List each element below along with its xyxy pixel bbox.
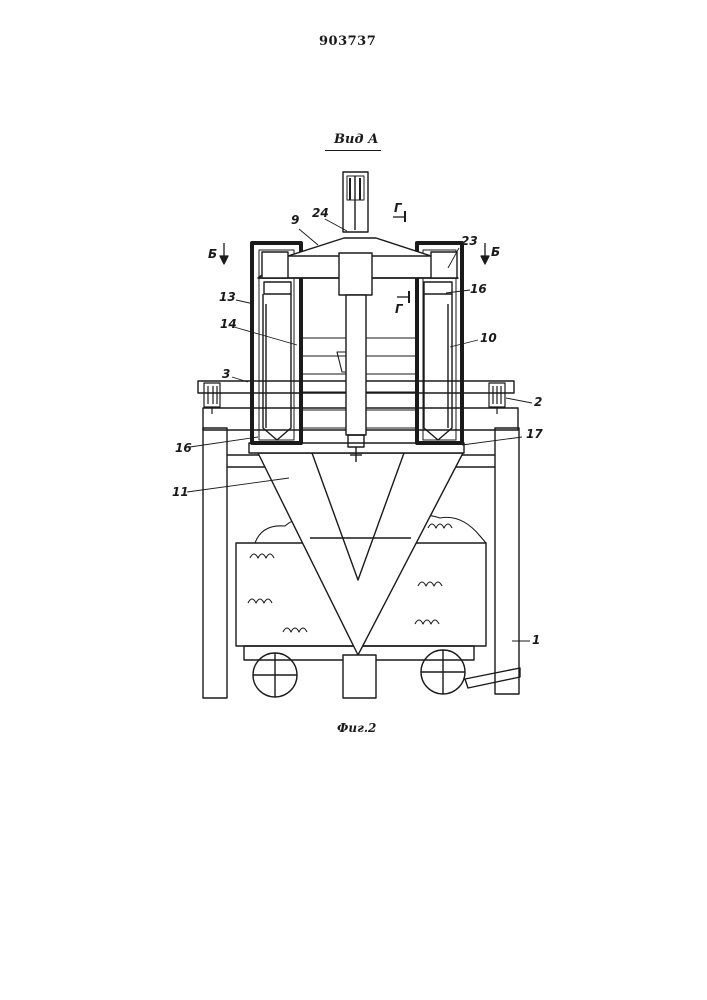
figure-caption: Фиг.2 [337, 721, 376, 735]
label-1: 1 [532, 634, 540, 646]
label-section-b-right: Б [491, 246, 500, 258]
label-16-right: 16 [470, 283, 487, 295]
label-23: 23 [461, 235, 478, 247]
label-10: 10 [480, 332, 497, 344]
hopper [258, 453, 463, 698]
label-section-g-top: Г [394, 202, 402, 214]
label-17: 17 [526, 428, 543, 440]
label-9: 9 [291, 214, 299, 226]
label-16-left: 16 [175, 442, 192, 454]
label-24: 24 [312, 207, 329, 219]
central-column [339, 172, 372, 462]
label-2: 2 [534, 396, 542, 408]
label-11: 11 [172, 486, 189, 498]
label-14: 14 [220, 318, 237, 330]
label-3: 3 [222, 368, 230, 380]
label-section-b-left: Б [208, 248, 217, 260]
label-section-g-mid: Г [395, 303, 403, 315]
label-13: 13 [219, 291, 236, 303]
